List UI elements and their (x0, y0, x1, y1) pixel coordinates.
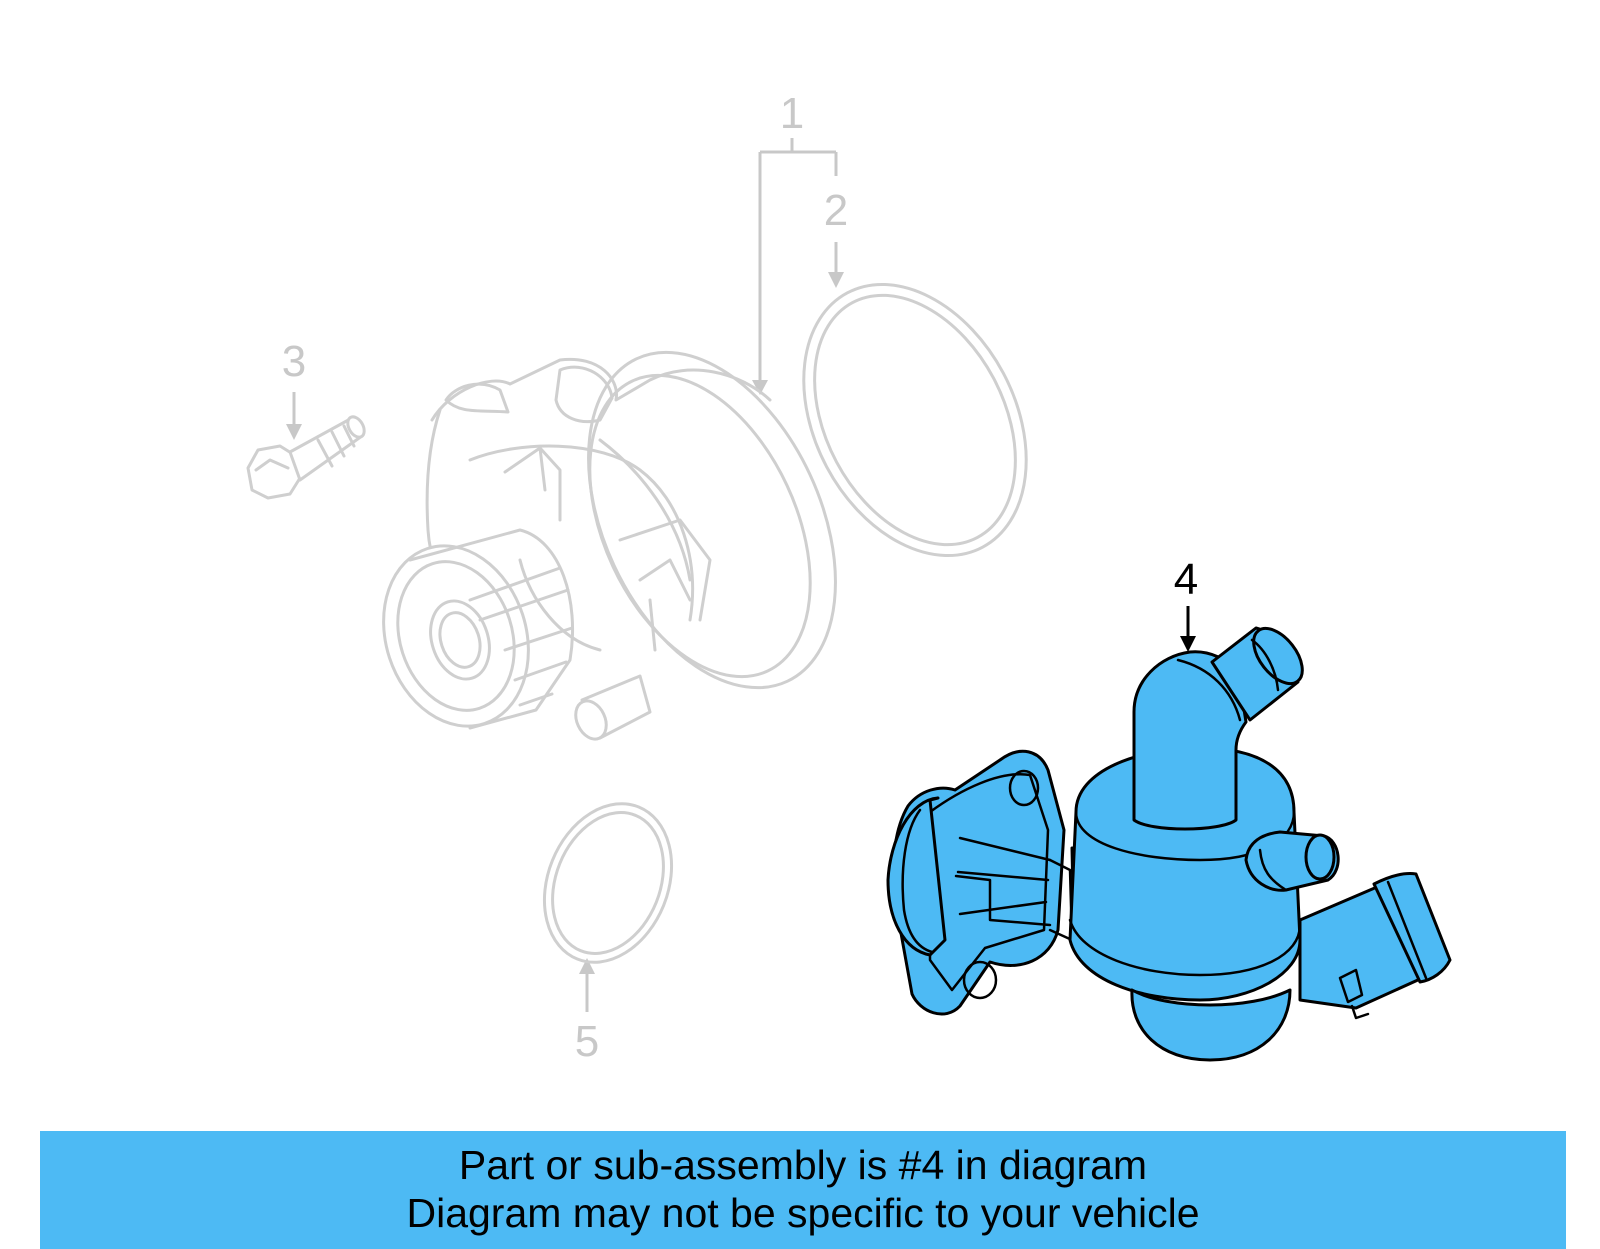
callout-1-leader (752, 138, 838, 395)
callout-4: 4 (1174, 555, 1198, 604)
callout-2: 2 (824, 186, 848, 235)
banner-line-disclaimer: Diagram may not be specific to your vehi… (406, 1190, 1200, 1236)
exploded-parts-diagram: 1 2 3 5 (246, 89, 1452, 1066)
callout-1: 1 (780, 89, 804, 138)
callout-3-leader (286, 392, 302, 440)
banner-line-part-number: Part or sub-assembly is #4 in diagram (458, 1142, 1148, 1188)
thermostat-housing-part-4 (886, 626, 1452, 1062)
water-pump-part-1 (382, 350, 837, 741)
o-ring-part-5 (542, 802, 674, 964)
callout-2-leader (828, 242, 844, 288)
part-info-banner: Part or sub-assembly is #4 in diagram Di… (40, 1131, 1566, 1249)
callout-5-leader (579, 958, 595, 1012)
callout-5: 5 (575, 1017, 599, 1066)
bolt-part-3 (246, 415, 366, 500)
callout-3: 3 (282, 337, 306, 386)
o-ring-part-2 (802, 282, 1028, 558)
callout-4-leader (1180, 606, 1196, 652)
